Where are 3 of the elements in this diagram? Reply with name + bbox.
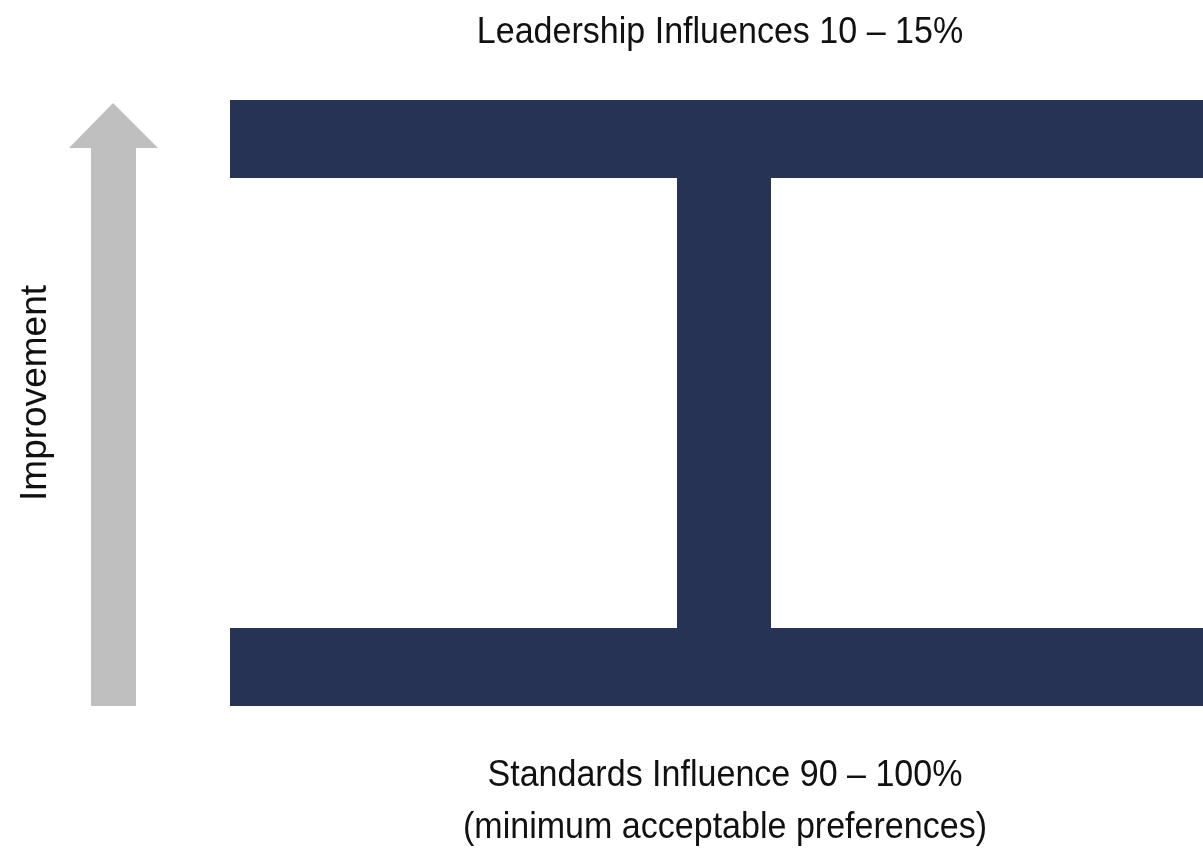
beam-label: Leadership Influences 10 – 15% [475,9,965,53]
beam-label: Standards Influence 90 – 100% (minimum acceptable preferences) [461,752,989,848]
axis-label: Improvement [12,285,55,501]
